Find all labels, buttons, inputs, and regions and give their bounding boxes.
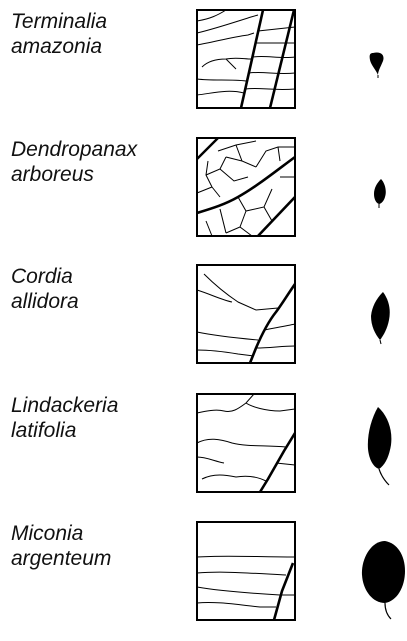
species-name-terminalia: Terminalia amazonia <box>11 9 107 59</box>
venation-pattern-dendropanax <box>196 137 296 237</box>
genus-label: Dendropanax <box>11 137 137 162</box>
genus-label: Miconia <box>11 521 111 546</box>
epithet-label: amazonia <box>11 34 107 59</box>
leaf-silhouette-miconia <box>345 521 407 641</box>
species-name-lindackeria: Lindackeria latifolia <box>11 393 118 443</box>
epithet-label: allidora <box>11 289 79 314</box>
species-name-cordia: Cordia allidora <box>11 264 79 314</box>
leaf-silhouette-lindackeria <box>345 393 407 513</box>
venation-pattern-lindackeria <box>196 393 296 493</box>
venation-pattern-miconia <box>196 521 296 621</box>
species-row-dendropanax: Dendropanax arboreus <box>0 137 407 257</box>
leaf-venation-figure: Terminalia amazonia Dendropan <box>0 0 407 626</box>
venation-pattern-terminalia <box>196 9 296 109</box>
epithet-label: argenteum <box>11 546 111 571</box>
leaf-silhouette-terminalia <box>345 9 407 129</box>
genus-label: Terminalia <box>11 9 107 34</box>
leaf-silhouette-dendropanax <box>345 137 407 257</box>
venation-pattern-cordia <box>196 264 296 364</box>
species-row-lindackeria: Lindackeria latifolia <box>0 393 407 513</box>
species-row-miconia: Miconia argenteum <box>0 521 407 641</box>
species-row-terminalia: Terminalia amazonia <box>0 9 407 129</box>
leaf-silhouette-cordia <box>345 264 407 384</box>
species-row-cordia: Cordia allidora <box>0 264 407 384</box>
species-name-miconia: Miconia argenteum <box>11 521 111 571</box>
epithet-label: arboreus <box>11 162 137 187</box>
epithet-label: latifolia <box>11 418 118 443</box>
genus-label: Cordia <box>11 264 79 289</box>
species-name-dendropanax: Dendropanax arboreus <box>11 137 137 187</box>
genus-label: Lindackeria <box>11 393 118 418</box>
